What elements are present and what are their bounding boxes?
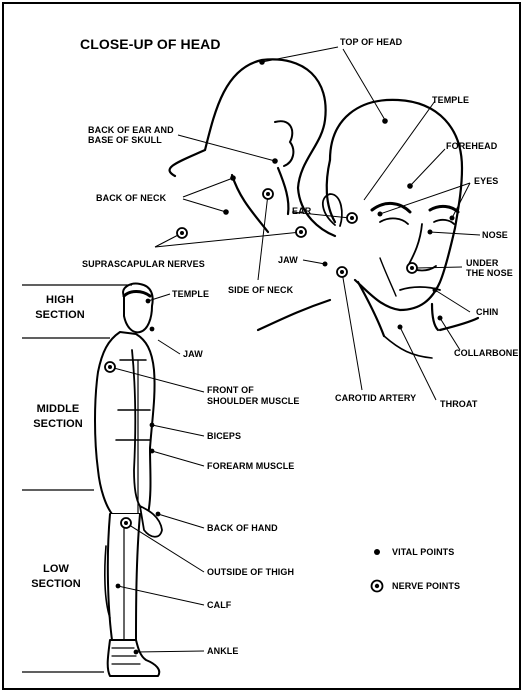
- label-forearm: FOREARM MUSCLE: [207, 461, 294, 471]
- label-jaw-head: JAW: [278, 255, 298, 265]
- label-eyes: EYES: [474, 176, 498, 186]
- legend-vital-points: VITAL POINTS: [392, 547, 454, 557]
- label-carotid-artery: CAROTID ARTERY: [335, 393, 416, 403]
- label-calf: CALF: [207, 600, 231, 610]
- label-top-of-head: TOP OF HEAD: [340, 37, 402, 47]
- label-nose: NOSE: [482, 230, 508, 240]
- legend-nerve-points: NERVE POINTS: [392, 581, 460, 591]
- label-back-of-hand: BACK OF HAND: [207, 523, 278, 533]
- label-forehead: FOREHEAD: [446, 141, 497, 151]
- label-temple-body: TEMPLE: [172, 289, 209, 299]
- label-under-nose-1: UNDER: [466, 258, 499, 268]
- label-temple-head: TEMPLE: [432, 95, 469, 105]
- vital-points: [116, 59, 455, 654]
- label-suprascapular: SUPRASCAPULAR NERVES: [82, 259, 205, 269]
- label-ankle: ANKLE: [207, 646, 239, 656]
- page-title: CLOSE-UP OF HEAD: [80, 36, 221, 52]
- label-back-of-ear-1: BACK OF EAR AND: [88, 125, 174, 135]
- label-jaw-body: JAW: [183, 349, 203, 359]
- label-side-of-neck: SIDE OF NECK: [228, 285, 293, 295]
- label-ear: EAR: [292, 206, 311, 216]
- filled-dot-icon: [374, 549, 380, 555]
- section-middle-line1: MIDDLE: [18, 403, 98, 416]
- label-outside-thigh: OUTSIDE OF THIGH: [207, 567, 294, 577]
- section-low-line1: LOW: [16, 563, 96, 576]
- label-collarbone: COLLARBONE: [454, 348, 519, 358]
- label-biceps: BICEPS: [207, 431, 241, 441]
- label-under-nose-2: THE NOSE: [466, 268, 513, 278]
- section-low-line2: SECTION: [16, 578, 96, 591]
- label-back-of-ear-2: BASE OF SKULL: [88, 135, 162, 145]
- label-front-shoulder-2: SHOULDER MUSCLE: [207, 396, 300, 406]
- label-chin: CHIN: [476, 307, 498, 317]
- section-high-line1: HIGH: [20, 294, 100, 307]
- section-middle-line2: SECTION: [18, 418, 98, 431]
- label-front-shoulder-1: FRONT OF: [207, 385, 254, 395]
- soldier-drawing: [95, 284, 162, 676]
- section-high-line2: SECTION: [20, 309, 100, 322]
- label-back-of-neck: BACK OF NECK: [96, 193, 166, 203]
- label-throat: THROAT: [440, 399, 477, 409]
- leader-lines: [110, 47, 480, 652]
